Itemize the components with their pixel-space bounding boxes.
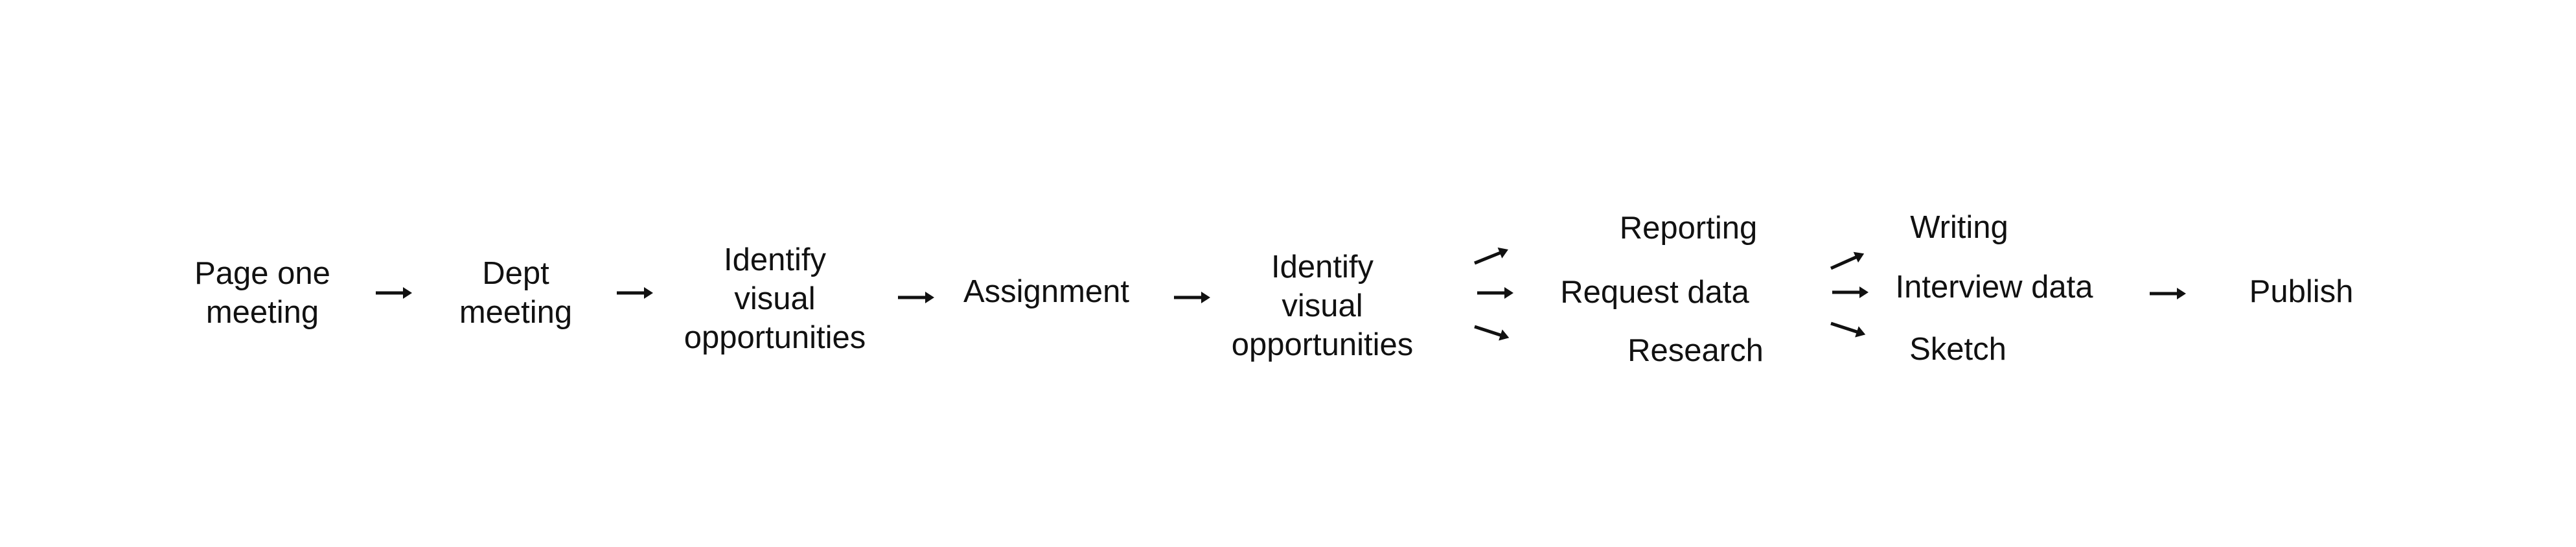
arrow-right-icon bbox=[898, 290, 934, 305]
node-label-line: Page one bbox=[194, 256, 330, 291]
node-research: Research bbox=[1627, 331, 1764, 370]
arrow-right-icon bbox=[376, 285, 412, 301]
node-label-line: opportunities bbox=[684, 320, 866, 355]
node-label-line: opportunities bbox=[1231, 327, 1414, 362]
arrow-right-icon bbox=[1174, 290, 1210, 305]
arrow-right-icon bbox=[1477, 285, 1513, 301]
node-sketch: Sketch bbox=[1909, 330, 2007, 369]
node-publish: Publish bbox=[2249, 272, 2354, 311]
arrow-down-right-icon bbox=[1472, 320, 1512, 345]
node-label-line: visual bbox=[734, 281, 816, 316]
node-label-line: Research bbox=[1627, 333, 1764, 368]
arrow-down-right-icon bbox=[1828, 316, 1868, 342]
node-identify-visual-opportunities: Identify visual opportunities bbox=[1232, 248, 1414, 364]
node-label-line: visual bbox=[1282, 288, 1363, 323]
node-label-line: Interview data bbox=[1895, 270, 2093, 305]
node-label-line: Publish bbox=[2249, 274, 2354, 309]
node-label-line: meeting bbox=[205, 295, 319, 330]
node-page-one-meeting: Page one meeting bbox=[194, 254, 330, 332]
arrow-right-icon bbox=[617, 285, 653, 301]
node-reporting: Reporting bbox=[1620, 209, 1757, 248]
arrow-right-icon bbox=[1832, 285, 1869, 300]
node-dept-meeting: Dept meeting bbox=[459, 254, 572, 332]
node-label-line: Request data bbox=[1560, 275, 1749, 310]
node-writing: Writing bbox=[1910, 208, 2008, 247]
node-interview-data: Interview data bbox=[1895, 268, 2093, 307]
node-label-line: Identify bbox=[1271, 250, 1374, 285]
arrow-up-right-icon bbox=[1472, 242, 1512, 270]
node-label-line: Dept bbox=[482, 256, 549, 291]
node-label-line: meeting bbox=[459, 295, 573, 330]
node-label-line: Reporting bbox=[1619, 211, 1758, 246]
node-label-line: Identify bbox=[724, 242, 826, 277]
arrow-right-icon bbox=[2150, 286, 2186, 301]
node-label-line: Writing bbox=[1910, 210, 2008, 245]
node-request-data: Request data bbox=[1560, 273, 1749, 312]
arrow-up-right-icon bbox=[1828, 246, 1867, 275]
node-label-line: Sketch bbox=[1909, 332, 2007, 367]
node-assignment: Assignment bbox=[963, 272, 1129, 311]
node-label-line: Assignment bbox=[963, 274, 1130, 309]
node-identify-visual-opportunities: Identify visual opportunities bbox=[684, 240, 866, 357]
